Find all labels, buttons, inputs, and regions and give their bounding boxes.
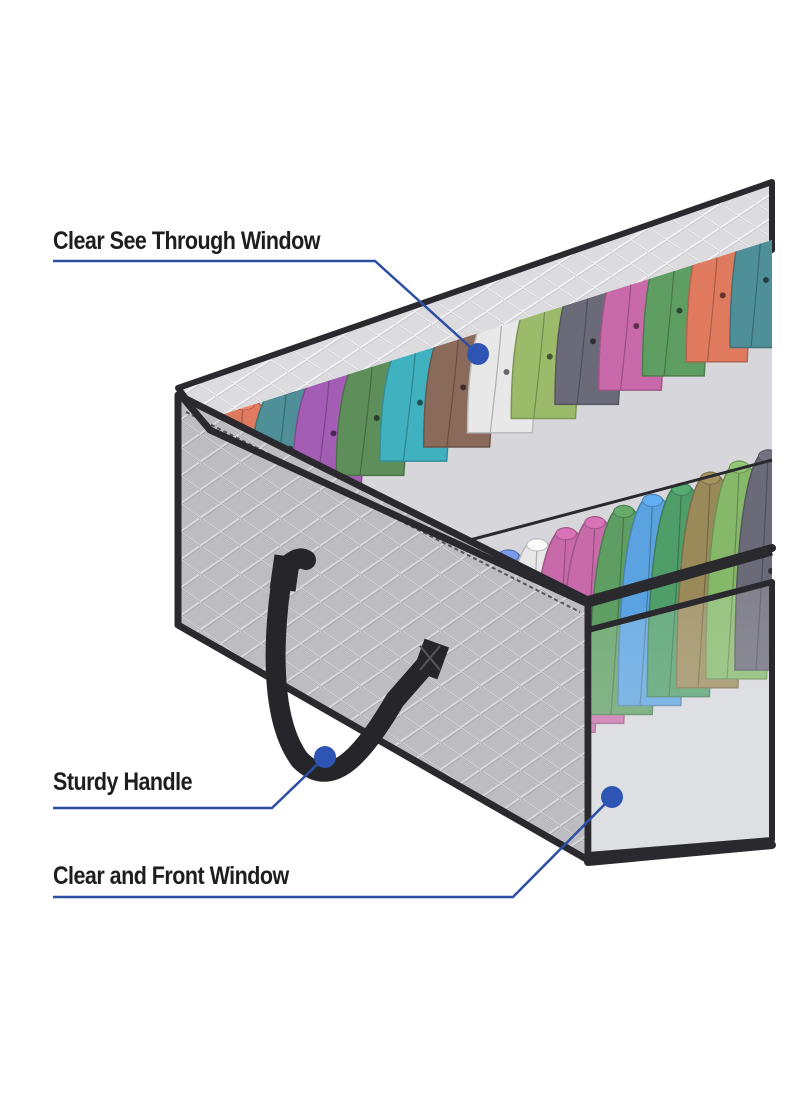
- callout-line-front: [53, 796, 613, 899]
- callout-label-front-window: Clear and Front Window: [53, 862, 289, 890]
- callout-label-handle: Sturdy Handle: [53, 768, 193, 796]
- callout-label-see-through: Clear See Through Window: [53, 227, 320, 255]
- callout-line-handle: [53, 756, 326, 810]
- bag-top-rim: [175, 389, 773, 608]
- bag-handle: [265, 548, 450, 782]
- back-row-cap-12: [729, 240, 772, 349]
- callout-dot-handle: [314, 746, 336, 768]
- inner-divider: [469, 458, 773, 542]
- callout-dot-see-through: [467, 343, 489, 365]
- callout-lines: [53, 259, 613, 899]
- callout-line-see-through: [53, 259, 479, 355]
- callout-dots: [314, 343, 623, 808]
- callout-dot-front: [601, 786, 623, 808]
- bag-front-window: [584, 544, 776, 866]
